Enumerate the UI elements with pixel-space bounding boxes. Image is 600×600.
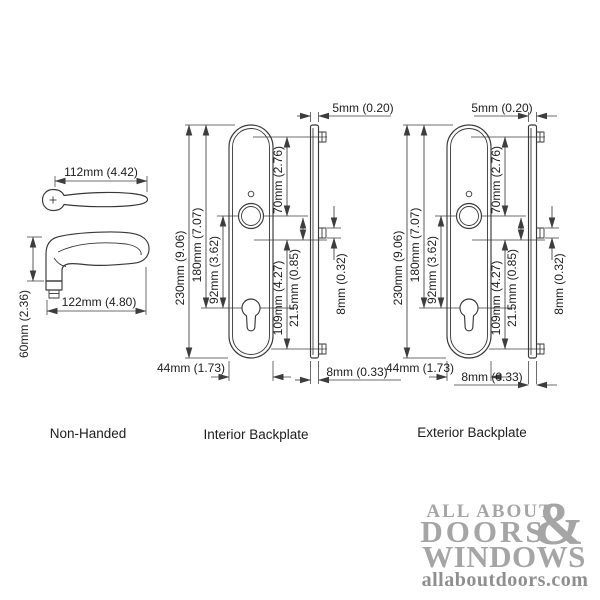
exterior-backplate-caption: Exterior Backplate	[417, 425, 527, 440]
company-logo: ALL ABOUT & DOORS WINDOWS allaboutdoors.…	[420, 491, 588, 591]
spindle-cross-mark	[49, 196, 57, 204]
dim-label-thickness-top: 5mm (0.20)	[471, 101, 532, 115]
interior-backplate-drawing	[173, 112, 348, 384]
exterior-backplate-drawing	[391, 112, 566, 384]
dim-thickness-top-interior: 5mm (0.20)	[297, 101, 394, 120]
interior-backplate-caption: Interior Backplate	[203, 427, 308, 442]
dim-thickness-top-exterior: 5mm (0.20)	[471, 101, 557, 120]
dim-lever-top-length: 112mm (4.42)	[54, 165, 148, 192]
lever-handle-views: 112mm (4.42) 60mm (2.36)	[17, 165, 150, 441]
dim-label-lever-side-length: 122mm (4.80)	[62, 295, 137, 309]
dim-lever-side-length: 122mm (4.80)	[46, 267, 147, 315]
logo-ampersand: &	[534, 491, 584, 557]
logo-line3: WINDOWS	[422, 539, 586, 574]
exterior-backplate: 5mm (0.20) 44mm (1.73) 8mm (0.33) Exteri…	[386, 101, 566, 440]
dim-label-lever-height: 60mm (2.36)	[17, 290, 31, 358]
dim-thickness-bottom-exterior: 8mm (0.33)	[454, 370, 557, 389]
dim-thickness-bottom-interior: 8mm (0.33)	[295, 365, 401, 384]
logo-line2: DOORS	[420, 514, 545, 549]
dim-label-plate-width: 44mm (1.73)	[386, 361, 454, 375]
lever-caption: Non-Handed	[50, 426, 127, 441]
logo-line1: ALL ABOUT	[426, 501, 553, 522]
dim-label-thickness-bottom: 8mm (0.33)	[326, 365, 387, 379]
interior-backplate: 5mm (0.20) 44mm (1.73) 8mm (0.33) Interi…	[157, 101, 401, 442]
lever-side-view	[45, 231, 150, 299]
dim-label-plate-width: 44mm (1.73)	[157, 361, 225, 375]
dim-lever-height: 60mm (2.36)	[17, 236, 44, 358]
dim-label-thickness-bottom: 8mm (0.33)	[461, 370, 522, 384]
spindle-stub	[45, 280, 63, 299]
logo-website-url: allaboutdoors.com	[422, 569, 589, 591]
dim-label-thickness-top: 5mm (0.20)	[332, 101, 393, 115]
lever-top-view	[41, 188, 149, 212]
dim-label-lever-top-length: 112mm (4.42)	[64, 165, 138, 179]
